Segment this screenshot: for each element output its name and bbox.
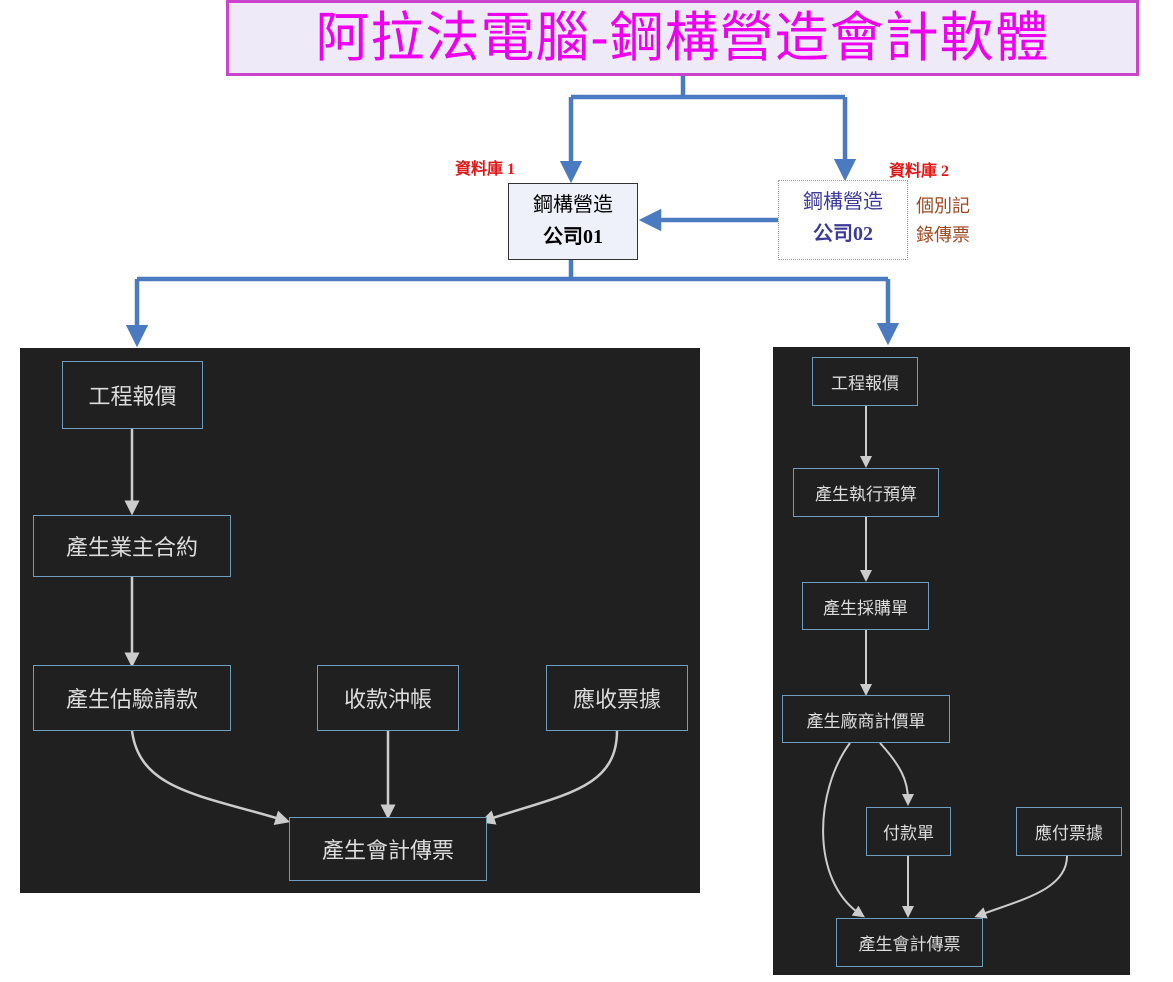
company-01-line2: 公司01 [543,226,603,248]
database-1-label: 資料庫 1 [455,161,516,178]
left-arrow-valuation-to-voucher [130,730,291,826]
right-node-execution-budget: 產生執行預算 [793,468,939,517]
note-line2: 錄傳票 [916,225,970,245]
separate-voucher-note: 個別記 錄傳票 [916,192,986,250]
database-2-label: 資料庫 2 [889,163,950,180]
right-node-accounting-voucher: 產生會計傳票 [836,918,983,967]
company-02-line2: 公司02 [813,223,873,245]
right-node-quotation: 工程報價 [812,357,918,406]
company-01-box: 鋼構營造 公司01 [508,183,638,260]
right-node-payment-slip: 付款單 [866,807,951,856]
left-node-owner-contract: 產生業主合約 [33,515,231,577]
right-node-purchase-order: 產生採購單 [802,582,929,630]
left-flow-panel [20,348,700,893]
right-node-vendor-valuation: 產生廠商計價單 [782,695,950,743]
left-node-accounting-voucher: 產生會計傳票 [289,817,487,881]
left-node-valuation-billing: 產生估驗請款 [33,665,231,731]
company-02-line1: 鋼構營造 [803,191,883,213]
right-arrow-vendor-to-voucher [822,742,865,918]
left-node-notes-receivable: 應收票據 [546,665,688,731]
right-flow-panel [773,347,1130,975]
title-text: 阿拉法電腦-鋼構營造會計軟體 [315,6,1050,69]
right-node-notes-payable: 應付票據 [1016,807,1122,856]
left-arrow-notes-to-voucher [479,730,619,825]
company-02-box: 鋼構營造 公司02 [778,180,908,260]
note-line1: 個別記 [916,196,970,216]
right-arrow-vendor-to-payment [879,742,914,806]
left-node-receipt-writeoff: 收款沖帳 [317,665,459,731]
left-node-quotation: 工程報價 [62,361,203,429]
company-01-line1: 鋼構營造 [533,194,613,216]
right-arrow-payable-to-voucher [974,855,1068,919]
title-banner: 阿拉法電腦-鋼構營造會計軟體 [226,0,1139,76]
